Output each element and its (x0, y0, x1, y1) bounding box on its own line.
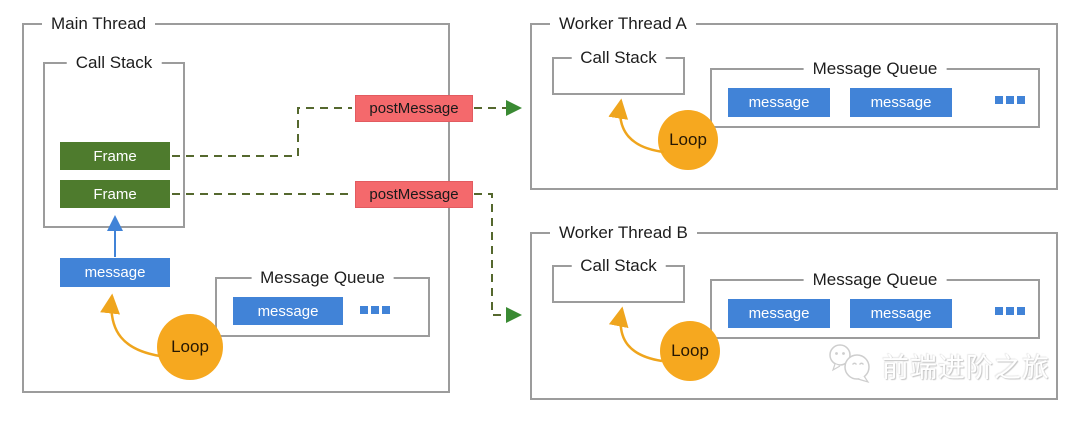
queue-message: message (728, 88, 830, 117)
worker-b-call-stack-title: Call Stack (571, 255, 666, 276)
queue-message: message (728, 299, 830, 328)
worker-b-loop: Loop (660, 321, 720, 381)
main-message-queue-box: Message Queue message (215, 267, 430, 337)
main-loop: Loop (157, 314, 223, 380)
main-thread-title: Main Thread (42, 13, 156, 34)
worker-b-message-queue-box: Message Queue message message (710, 269, 1040, 339)
queue-message: message (233, 297, 343, 325)
worker-a-title: Worker Thread A (550, 13, 696, 34)
worker-a-loop: Loop (658, 110, 718, 170)
main-message-queue-title: Message Queue (251, 267, 394, 288)
worker-b-call-stack-box: Call Stack (552, 255, 685, 303)
postmessage-chip-b: postMessage (355, 181, 473, 208)
watermark: 前端进阶之旅 (826, 342, 1050, 388)
worker-a-call-stack-title: Call Stack (571, 47, 666, 68)
more-messages-icon (995, 96, 1025, 104)
worker-thread-a-box: Worker Thread A Call Stack Message Queue… (530, 13, 1058, 190)
postmessage-b-to-worker-b-arrow (474, 193, 522, 323)
worker-thread-b-box: Worker Thread B Call Stack Message Queue… (530, 222, 1058, 400)
more-messages-icon (360, 306, 390, 314)
wechat-icon (829, 344, 870, 384)
main-call-stack-box: Call Stack Frame Frame (43, 52, 185, 228)
main-message-block: message (60, 258, 170, 287)
worker-a-message-queue-title: Message Queue (803, 58, 947, 79)
main-thread-box: Main Thread Call Stack Frame Frame messa… (22, 13, 450, 393)
more-messages-icon (995, 307, 1025, 315)
queue-message: message (850, 299, 952, 328)
postmessage-chip-a: postMessage (355, 95, 473, 122)
main-frame-1: Frame (60, 142, 170, 170)
main-call-stack-title: Call Stack (66, 52, 162, 73)
queue-message: message (850, 88, 952, 117)
main-frame-2: Frame (60, 180, 170, 208)
worker-a-message-queue-box: Message Queue message message (710, 58, 1040, 128)
worker-b-message-queue-title: Message Queue (803, 269, 947, 290)
worker-b-title: Worker Thread B (550, 222, 697, 243)
watermark-text: 前端进阶之旅 (882, 352, 1050, 383)
worker-a-call-stack-box: Call Stack (552, 47, 685, 95)
